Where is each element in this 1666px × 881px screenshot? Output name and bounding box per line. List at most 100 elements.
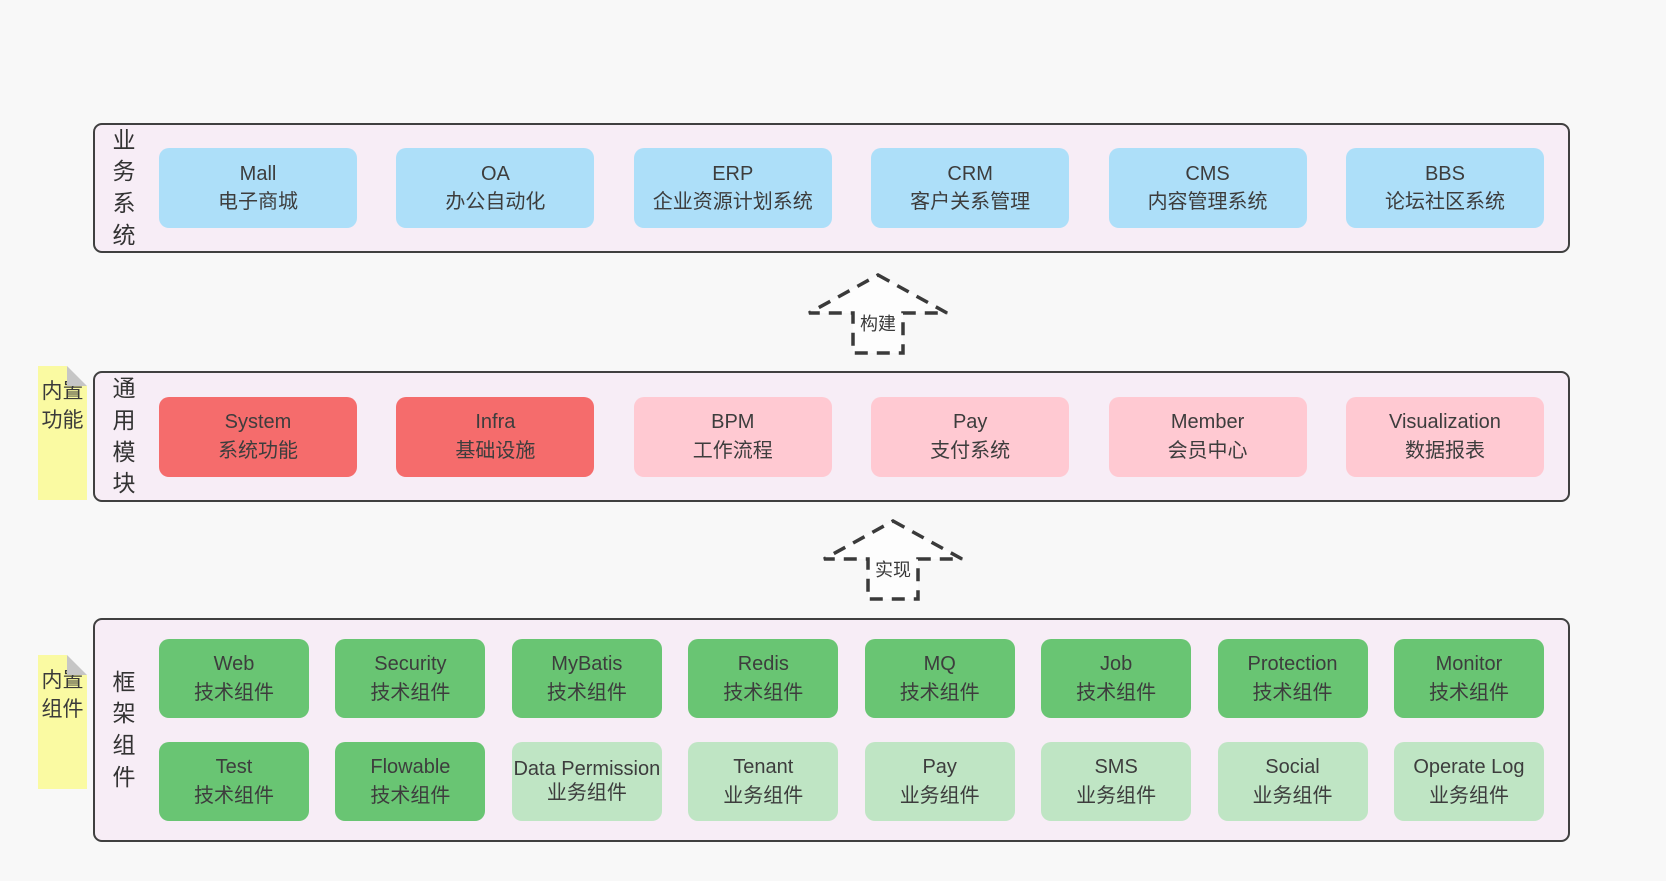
- box-member: Member 会员中心: [1108, 396, 1307, 477]
- folded-corner-icon: [67, 655, 87, 675]
- box-title: BPM: [711, 411, 755, 434]
- box-subtitle: 基础设施: [455, 439, 536, 462]
- box-title: Visualization: [1388, 411, 1501, 434]
- box-title: Data Permission: [513, 757, 661, 780]
- box-subtitle: 数据报表: [1404, 439, 1485, 462]
- box-title: Monitor: [1435, 653, 1503, 676]
- box-subtitle: 技术组件: [194, 784, 274, 807]
- box-subtitle: 技术组件: [370, 784, 451, 807]
- arrow-label: 构建: [858, 310, 898, 336]
- folded-corner-icon: [67, 366, 87, 386]
- box-subtitle: 内容管理系统: [1147, 191, 1268, 213]
- box-subtitle: 支付系统: [930, 439, 1011, 462]
- box-subtitle: 办公自动化: [445, 191, 546, 213]
- box-job: Job 技术组件: [1041, 639, 1192, 718]
- box-social: Social 业务组件: [1217, 742, 1368, 821]
- box-title: Web: [213, 653, 255, 676]
- box-title: Job: [1099, 653, 1133, 676]
- components-row-1: Web 技术组件 Security 技术组件 MyBatis 技术组件 Redi…: [145, 639, 1568, 718]
- note-label: 内置功能: [41, 380, 84, 432]
- box-mall: Mall 电子商城: [159, 148, 357, 228]
- box-cms: CMS 内容管理系统: [1108, 148, 1307, 228]
- box-subtitle: 技术组件: [899, 681, 980, 704]
- box-title: Tenant: [733, 756, 794, 779]
- box-title: Member: [1170, 411, 1245, 434]
- panel-title: 通用模块: [112, 375, 136, 497]
- box-tenant: Tenant 业务组件: [688, 742, 839, 821]
- build-arrow: 构建: [807, 272, 949, 356]
- note-label: 内置组件: [41, 669, 84, 721]
- box-bpm: BPM 工作流程: [633, 396, 832, 477]
- box-subtitle: 系统功能: [218, 439, 298, 462]
- implement-arrow: 实现: [822, 518, 964, 602]
- box-subtitle: 电子商城: [218, 191, 298, 213]
- box-visualization: Visualization 数据报表: [1345, 396, 1544, 477]
- box-monitor: Monitor 技术组件: [1393, 639, 1544, 718]
- box-subtitle: 工作流程: [692, 439, 773, 462]
- common-modules-panel: 通用模块 System 系统功能 Infra 基础设施 BPM 工作流程 Pay…: [93, 371, 1570, 502]
- built-in-components-note: 内置组件: [38, 655, 87, 789]
- box-title: SMS: [1094, 756, 1138, 779]
- box-title: ERP: [712, 162, 754, 185]
- box-subtitle: 业务组件: [1076, 784, 1157, 807]
- box-title: MyBatis: [551, 653, 623, 676]
- box-subtitle: 技术组件: [546, 681, 627, 704]
- modules-boxes-row: System 系统功能 Infra 基础设施 BPM 工作流程 Pay 支付系统…: [145, 396, 1568, 477]
- box-title: Flowable: [370, 756, 451, 779]
- box-title: Infra: [475, 411, 516, 434]
- box-title: Pay: [922, 756, 957, 779]
- box-subtitle: 业务组件: [899, 784, 980, 807]
- box-pay-biz: Pay 业务组件: [864, 742, 1015, 821]
- box-subtitle: 客户关系管理: [910, 191, 1031, 213]
- arrow-label: 实现: [873, 556, 913, 582]
- box-mybatis: MyBatis 技术组件: [511, 639, 662, 718]
- box-title: OA: [480, 162, 510, 185]
- panel-title: 业务系统: [112, 126, 136, 248]
- business-boxes-row: Mall 电子商城 OA 办公自动化 ERP 企业资源计划系统 CRM 客户关系…: [145, 148, 1568, 228]
- box-oa: OA 办公自动化: [396, 148, 595, 228]
- box-redis: Redis 技术组件: [688, 639, 839, 718]
- box-pay: Pay 支付系统: [871, 396, 1070, 477]
- box-subtitle: 业务组件: [1252, 784, 1333, 807]
- box-data-permission: Data Permission 业务组件: [511, 742, 662, 821]
- box-web: Web 技术组件: [159, 639, 309, 718]
- box-subtitle: 技术组件: [1428, 681, 1509, 704]
- box-subtitle: 业务组件: [546, 781, 627, 804]
- box-crm: CRM 客户关系管理: [871, 148, 1070, 228]
- box-title: System: [224, 411, 292, 434]
- box-erp: ERP 企业资源计划系统: [633, 148, 832, 228]
- box-subtitle: 会员中心: [1167, 439, 1248, 462]
- box-subtitle: 论坛社区系统: [1384, 191, 1505, 213]
- box-title: Redis: [737, 653, 789, 676]
- box-security: Security 技术组件: [335, 639, 486, 718]
- box-title: CRM: [947, 162, 993, 185]
- box-title: Mall: [239, 162, 277, 185]
- box-operate-log: Operate Log 业务组件: [1393, 742, 1544, 821]
- box-subtitle: 技术组件: [723, 681, 804, 704]
- box-test: Test 技术组件: [159, 742, 309, 821]
- box-title: Operate Log: [1413, 756, 1525, 779]
- box-title: MQ: [923, 653, 956, 676]
- box-subtitle: 业务组件: [1428, 784, 1509, 807]
- box-system: System 系统功能: [159, 396, 357, 477]
- box-title: BBS: [1424, 162, 1465, 185]
- box-subtitle: 技术组件: [194, 681, 274, 704]
- business-systems-panel: 业务系统 Mall 电子商城 OA 办公自动化 ERP 企业资源计划系统 CRM…: [93, 123, 1570, 253]
- box-subtitle: 技术组件: [370, 681, 451, 704]
- built-in-features-note: 内置功能: [38, 366, 87, 500]
- box-subtitle: 企业资源计划系统: [652, 191, 813, 213]
- components-rows: Web 技术组件 Security 技术组件 MyBatis 技术组件 Redi…: [145, 639, 1568, 821]
- framework-components-panel: 框架组件 Web 技术组件 Security 技术组件 MyBatis 技术组件…: [93, 618, 1570, 842]
- panel-title: 框架组件: [112, 668, 136, 790]
- box-title: Pay: [952, 411, 988, 434]
- box-title: Social: [1265, 756, 1320, 779]
- box-infra: Infra 基础设施: [396, 396, 595, 477]
- box-title: Test: [215, 756, 253, 779]
- box-title: Protection: [1247, 653, 1338, 676]
- box-flowable: Flowable 技术组件: [335, 742, 486, 821]
- box-bbs: BBS 论坛社区系统: [1345, 148, 1544, 228]
- box-protection: Protection 技术组件: [1217, 639, 1368, 718]
- box-title: CMS: [1185, 162, 1230, 185]
- box-title: Security: [374, 653, 447, 676]
